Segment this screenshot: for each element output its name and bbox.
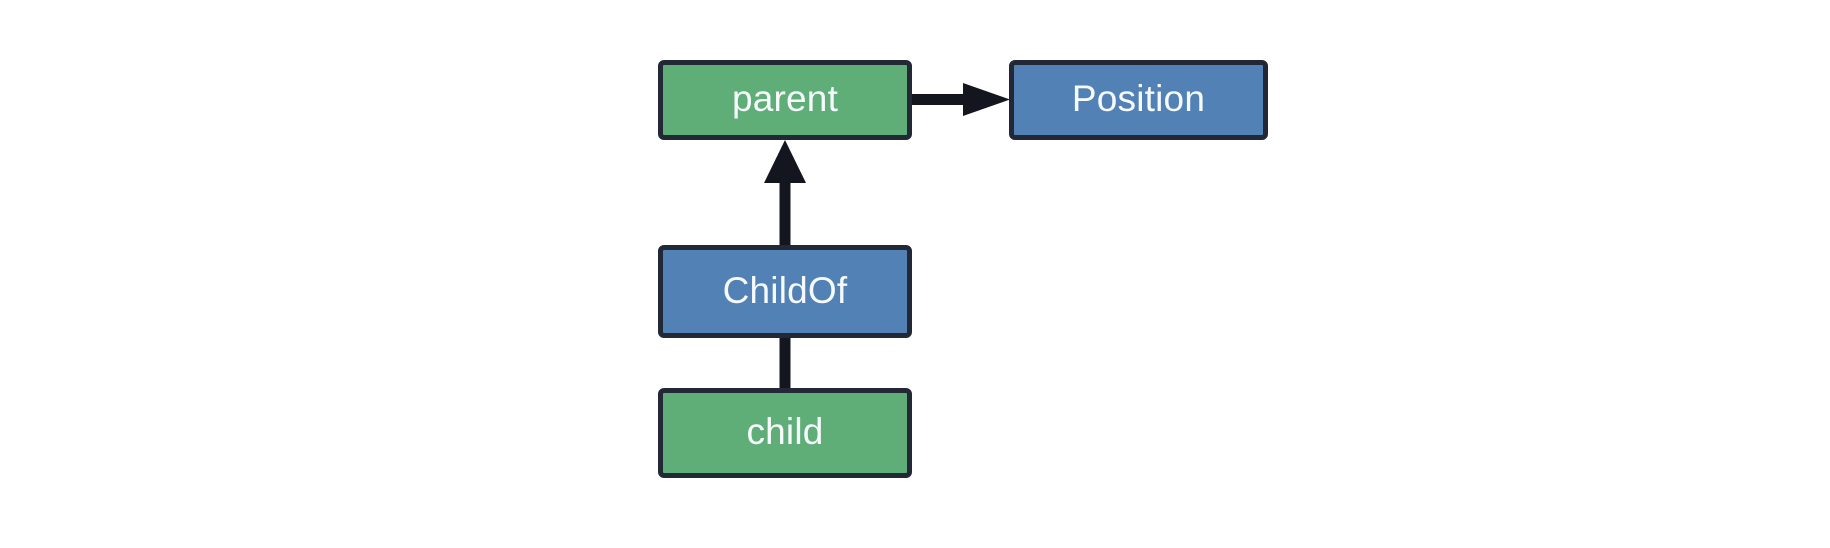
edge-child-to-childof (779, 337, 791, 390)
node-child[interactable]: child (658, 388, 912, 478)
node-position-label: Position (1071, 78, 1206, 119)
node-parent[interactable]: parent (658, 60, 912, 140)
edge-childof-to-parent (764, 140, 806, 246)
node-childof[interactable]: ChildOf (658, 245, 912, 338)
node-childof-label: ChildOf (722, 269, 848, 311)
node-child-label: child (746, 411, 824, 452)
edge-parent-to-position (912, 83, 1010, 116)
node-parent-label: parent (731, 78, 839, 119)
node-position[interactable]: Position (1009, 60, 1268, 140)
